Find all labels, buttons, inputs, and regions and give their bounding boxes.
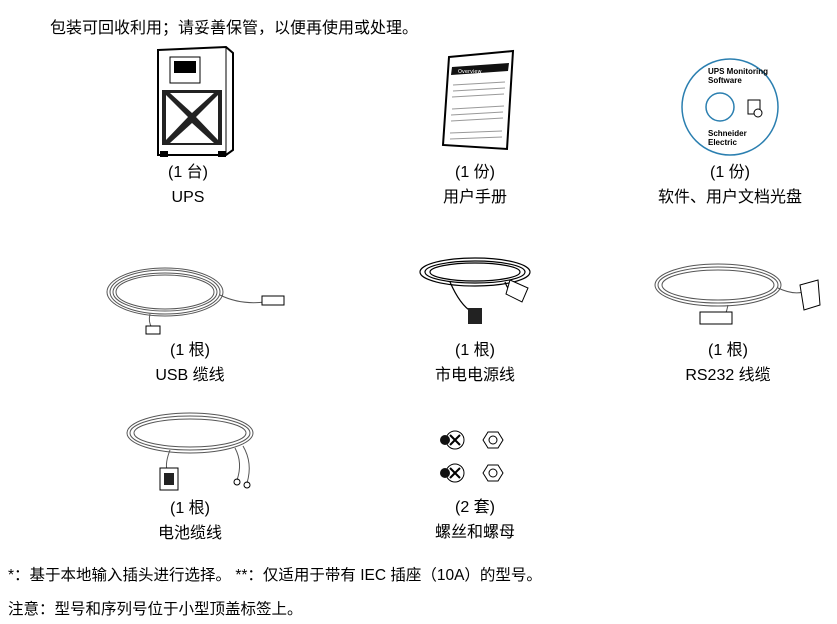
footnote: *：基于本地输入插头进行选择。 **：仅适用于带有 IEC 插座（10A）的型号… <box>8 567 542 584</box>
item-screws-nuts: (2 套) 螺丝和螺母 <box>355 425 595 545</box>
ups-icon <box>157 45 234 157</box>
item-battery-cable: (1 根) 电池缆线 <box>70 408 310 546</box>
item-usb-cable: (1 根) USB 缆线 <box>70 250 310 388</box>
usb-cable-icon <box>106 267 285 335</box>
manual-icon: Overview <box>441 49 515 151</box>
manual-cover-title: Overview <box>458 69 482 75</box>
item-quantity: (1 根) <box>169 342 210 359</box>
intro-text: 包装可回收利用；请妥善保管，以便再使用或处理。 <box>50 18 419 37</box>
item-name: 螺丝和螺母 <box>434 524 515 541</box>
cd-brand: Schneider Electric <box>708 129 747 147</box>
item-name: 市电电源线 <box>434 367 515 384</box>
item-quantity: (1 根) <box>454 342 495 359</box>
screws-nuts-icon <box>440 430 504 483</box>
item-quantity: (1 根) <box>707 342 748 359</box>
item-ups: (1 台) UPS <box>68 45 308 210</box>
item-quantity: (2 套) <box>454 499 495 516</box>
cd-title: UPS Monitoring Software <box>708 67 768 85</box>
item-quantity: (1 份) <box>709 164 750 181</box>
item-name: UPS <box>171 189 205 206</box>
item-name: RS232 线缆 <box>685 367 771 384</box>
battery-cable-icon <box>126 412 254 491</box>
item-cd: UPS Monitoring Software Schneider Electr… <box>610 45 837 210</box>
item-power-cord: (1 根) 市电电源线 <box>355 250 595 388</box>
item-quantity: (1 份) <box>454 164 495 181</box>
item-name: 用户手册 <box>442 189 507 206</box>
item-rs232-cable: (1 根) RS232 线缆 <box>608 250 837 388</box>
item-name: USB 缆线 <box>155 367 225 384</box>
power-cord-icon <box>419 257 531 324</box>
note: 注意：型号和序列号位于小型顶盖标签上。 <box>8 601 303 618</box>
item-manual: Overview (1 份) 用户手册 <box>355 45 595 210</box>
cd-icon <box>681 58 779 156</box>
serial-cable-icon <box>654 263 821 325</box>
item-name: 软件、用户文档光盘 <box>657 189 802 206</box>
item-name: 电池缆线 <box>157 525 222 542</box>
item-quantity: (1 根) <box>169 500 210 517</box>
item-quantity: (1 台) <box>167 164 208 181</box>
